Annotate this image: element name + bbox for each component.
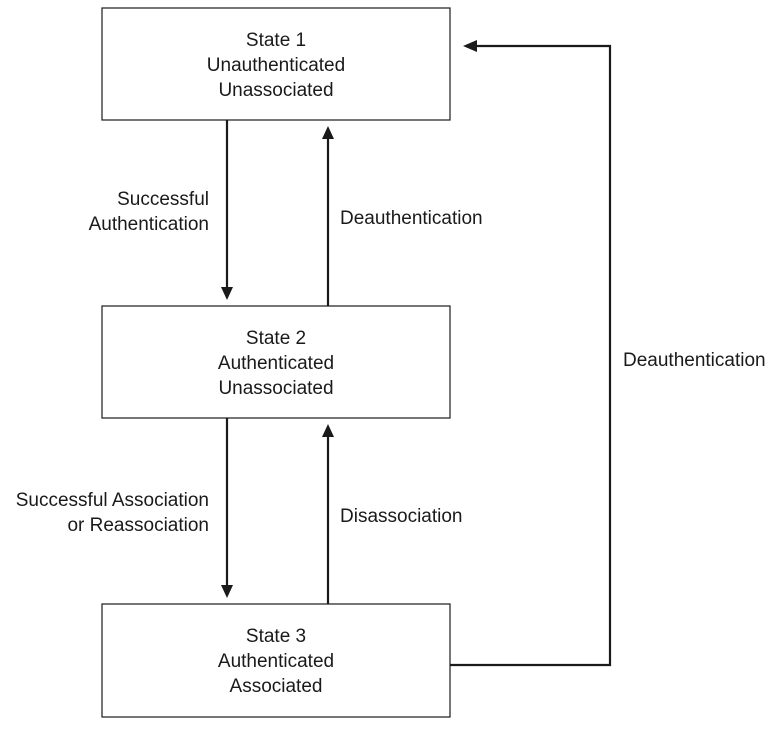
label-successful-authentication-line1: Successful <box>117 189 209 210</box>
label-successful-association-line1: Successful Association <box>16 490 209 511</box>
label-successful-authentication-line2: Authentication <box>89 214 209 235</box>
state-3-auth-status: Authenticated <box>218 651 334 672</box>
state-3-box: State 3 Authenticated Associated <box>101 603 451 718</box>
state-2-auth-status: Authenticated <box>218 353 334 374</box>
arrow-disassociation <box>322 424 334 604</box>
arrow-successful-authentication <box>221 120 233 300</box>
state-2-title: State 2 <box>246 328 306 349</box>
state-1-box: State 1 Unauthenticated Unassociated <box>101 7 451 121</box>
state-3-assoc-status: Associated <box>230 676 323 697</box>
arrow-deauthentication-2-to-1 <box>322 126 334 306</box>
label-deauthentication-2-to-1: Deauthentication <box>340 208 483 229</box>
state-3-title: State 3 <box>246 626 306 647</box>
state-1-title: State 1 <box>246 30 306 51</box>
label-disassociation: Disassociation <box>340 506 463 527</box>
state-1-auth-status: Unauthenticated <box>207 55 345 76</box>
state-1-assoc-status: Unassociated <box>218 80 333 101</box>
state-2-assoc-status: Unassociated <box>218 378 333 399</box>
label-successful-association-line2: or Reassociation <box>67 515 209 536</box>
arrow-deauthentication-3-to-1 <box>450 40 612 667</box>
arrow-successful-association <box>221 418 233 598</box>
label-deauthentication-3-to-1: Deauthentication <box>623 350 766 371</box>
state-2-box: State 2 Authenticated Unassociated <box>101 305 451 419</box>
